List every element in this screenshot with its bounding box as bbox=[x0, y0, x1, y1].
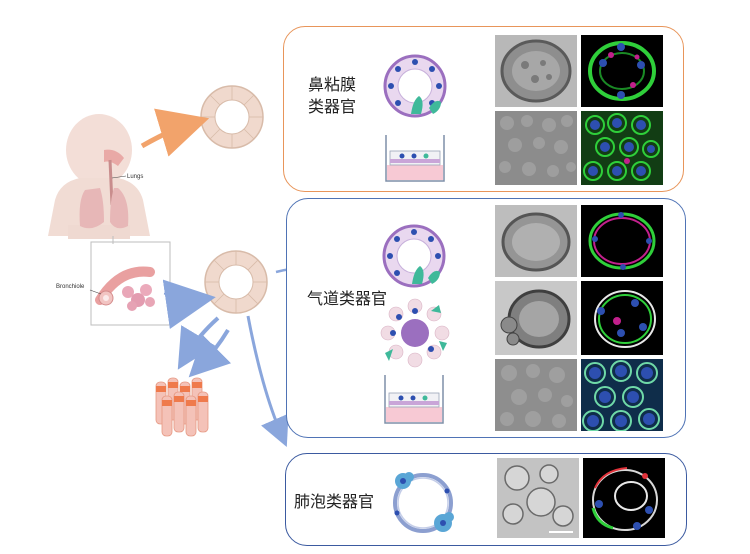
nasal-organoid-schematic bbox=[383, 54, 447, 118]
airway-organoid-schematic bbox=[382, 224, 446, 288]
arrow-organoid-to-tubes-2 bbox=[188, 328, 232, 378]
airway-fluorescence-image-2 bbox=[581, 281, 663, 355]
bronchiole-label: Bronchiole bbox=[56, 284, 85, 290]
nasal-fluorescence-tissue-image bbox=[581, 111, 663, 185]
arrow-child-to-nasal-organoid bbox=[140, 108, 210, 157]
airway-fluorescence-image-1 bbox=[581, 205, 663, 277]
nasal-brightfield-image bbox=[495, 35, 577, 107]
nasal-panel-label-line1: 鼻粘膜 bbox=[308, 75, 357, 94]
nasal-organoid-panel: 鼻粘膜 类器官 bbox=[283, 26, 684, 192]
test-tube-rack bbox=[155, 377, 209, 437]
nasal-brightfield-tissue-image bbox=[495, 111, 577, 185]
airway-brightfield-image-1 bbox=[495, 205, 577, 277]
alveolar-fluorescence-image bbox=[583, 458, 665, 538]
nasal-fluorescence-image bbox=[581, 35, 663, 107]
arrow-bronchiole-to-airway-organoid bbox=[162, 279, 216, 329]
bronchiole-inset: Bronchiole bbox=[56, 236, 171, 326]
airway-brightfield-tissue-image bbox=[495, 359, 577, 431]
lungs-label: Lungs bbox=[127, 174, 143, 180]
airway-panel-label: 气道类器官 bbox=[307, 289, 388, 308]
nasal-organoid-ring bbox=[200, 85, 264, 149]
airway-inverted-organoid-schematic bbox=[380, 298, 450, 368]
airway-transwell-schematic bbox=[384, 375, 444, 424]
nasal-panel-label-line2: 类器官 bbox=[308, 97, 357, 116]
airway-fluorescence-tissue-image bbox=[581, 359, 663, 431]
alveolar-organoid-schematic bbox=[393, 472, 454, 533]
child-figure: Lungs bbox=[48, 114, 150, 239]
alveolar-organoid-panel: 肺泡类器官 bbox=[285, 453, 687, 546]
nasal-transwell-schematic bbox=[385, 135, 445, 182]
arrow-organoid-to-alveolar bbox=[246, 315, 289, 448]
airway-brightfield-image-2 bbox=[495, 281, 577, 355]
alveolar-brightfield-image bbox=[497, 458, 579, 538]
alveolar-panel-label: 肺泡类器官 bbox=[294, 492, 375, 511]
airway-organoid-ring bbox=[204, 250, 268, 314]
airway-organoid-panel: 气道类器官 bbox=[286, 198, 686, 438]
